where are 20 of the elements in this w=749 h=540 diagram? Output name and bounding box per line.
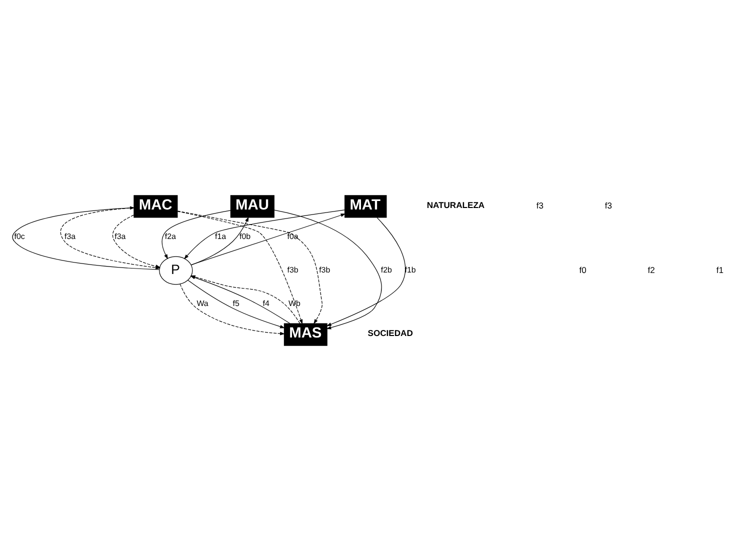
node-box: MAC [134, 194, 178, 218]
node-box: MAS [284, 322, 328, 346]
label: f3 [536, 200, 544, 210]
arrow [274, 209, 382, 329]
arrow [326, 216, 406, 326]
arrow [184, 209, 345, 259]
label: f1 [716, 264, 724, 274]
arrow [188, 279, 285, 328]
arrow [190, 216, 249, 265]
arrow [180, 283, 285, 335]
label: f2 [648, 264, 655, 274]
label: NATURALEZA [426, 200, 485, 210]
arrow [162, 210, 231, 259]
node-box: MAT [344, 194, 387, 218]
node-ellipse: P [159, 256, 193, 284]
label: f0 [579, 264, 586, 274]
node-box: MAU [230, 194, 274, 218]
label: f3 [604, 200, 612, 210]
label: SOCIEDAD [368, 328, 413, 338]
arrow [190, 213, 346, 265]
